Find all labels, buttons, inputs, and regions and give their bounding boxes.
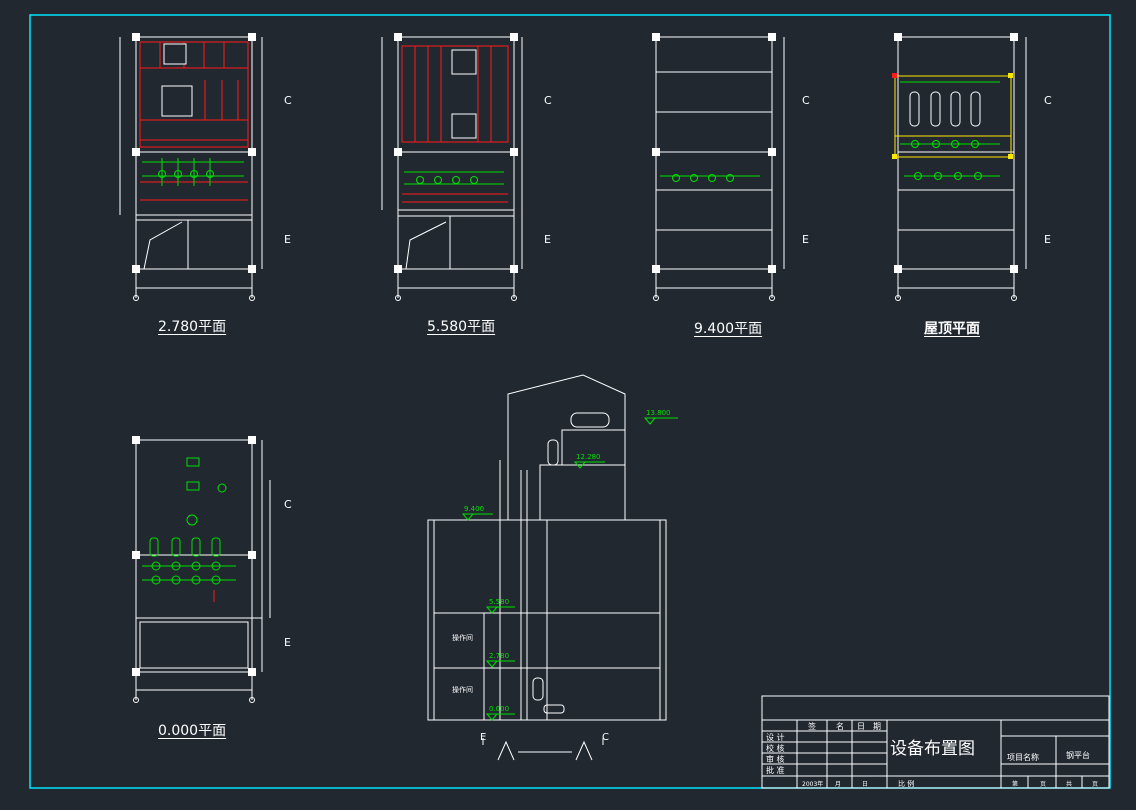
plan-label-2780: 2.780平面 xyxy=(158,319,227,335)
elevation-12280: 12.280 xyxy=(576,453,601,461)
plan-0000-columns xyxy=(132,436,256,676)
total-label: 共 xyxy=(1066,780,1072,788)
plan-roof-grips xyxy=(892,73,1013,159)
room-label-lower: 操作间 xyxy=(452,685,473,694)
axis-c-3: C xyxy=(802,94,810,107)
project-name-label: 项目名称 xyxy=(1007,752,1039,762)
plan-5580-columns xyxy=(394,33,518,273)
elevation-5580: 5.580 xyxy=(489,598,509,606)
axis-e-2: E xyxy=(544,233,551,246)
plan-2780 xyxy=(119,36,263,301)
plan-9400-equipment xyxy=(660,174,760,182)
role-review: 审 核 xyxy=(766,754,785,764)
plan-roof-columns xyxy=(894,33,1018,273)
axis-e-section: E xyxy=(480,732,486,743)
plan-label-0000: 0.000平面 xyxy=(158,723,227,739)
sheet-label: 第 xyxy=(1012,780,1018,788)
plan-2780-red xyxy=(139,41,249,201)
axis-e-3: E xyxy=(802,233,809,246)
drawing-title: 设备布置图 xyxy=(890,739,975,759)
axis-c-2: C xyxy=(544,94,552,107)
drawing-frame xyxy=(29,14,1111,789)
plan-2780-openings xyxy=(161,43,193,117)
plan-label-9400: 9.400平面 xyxy=(694,321,763,337)
axis-e-1: E xyxy=(284,233,291,246)
plan-2780-columns xyxy=(132,33,256,273)
role-design: 设 计 xyxy=(766,732,785,742)
axis-e-4: E xyxy=(1044,233,1051,246)
role-check: 校 核 xyxy=(766,743,785,753)
plan-roof-equipment xyxy=(900,81,1000,180)
axis-c-4: C xyxy=(1044,94,1052,107)
bottom-month: 月 xyxy=(835,781,841,788)
elevation-13800: 13.800 xyxy=(646,409,671,417)
plan-label-roof: 屋顶平面 xyxy=(924,321,980,337)
plan-0000 xyxy=(133,439,271,703)
plan-roof xyxy=(895,36,1027,301)
section-elevation-marks xyxy=(461,417,678,721)
plan-5580-equipment xyxy=(404,171,504,185)
plan-roof-vessels xyxy=(909,91,981,127)
axis-c-1: C xyxy=(284,94,292,107)
plan-5580 xyxy=(381,36,523,301)
plan-9400 xyxy=(653,36,785,301)
plan-2780-equipment xyxy=(142,158,244,186)
sheet-unit: 页 xyxy=(1040,781,1046,788)
title-block xyxy=(761,695,1110,789)
title-block-header-date-2: 期 xyxy=(873,722,881,731)
title-block-header-date-1: 日 xyxy=(857,722,865,731)
axis-c-section: C xyxy=(602,732,609,743)
plan-roof-selection xyxy=(894,75,1012,158)
elevation-2780: 2.780 xyxy=(489,652,509,660)
scale-label: 比 例 xyxy=(898,779,914,788)
room-label-upper: 操作间 xyxy=(452,633,473,642)
plan-0000-equipment xyxy=(142,457,236,585)
plan-9400-columns xyxy=(652,33,776,273)
total-unit: 页 xyxy=(1092,781,1098,788)
project-name-value: 钢平台 xyxy=(1066,750,1090,760)
title-block-header-sign-1: 签 xyxy=(808,721,816,731)
plan-label-5580: 5.580平面 xyxy=(427,319,496,335)
elevation-0000: 0.000 xyxy=(489,705,509,713)
plan-5580-red xyxy=(401,45,509,203)
axis-c-5: C xyxy=(284,498,292,511)
title-block-header-sign-2: 名 xyxy=(836,721,844,731)
bottom-day: 日 xyxy=(862,781,868,788)
section-aa xyxy=(427,374,667,761)
bottom-year: 2003年 xyxy=(802,780,823,788)
axis-e-5: E xyxy=(284,636,291,649)
plan-5580-openings xyxy=(451,49,477,139)
role-approve: 批 准 xyxy=(766,765,785,775)
elevation-9400: 9.400 xyxy=(464,505,484,513)
